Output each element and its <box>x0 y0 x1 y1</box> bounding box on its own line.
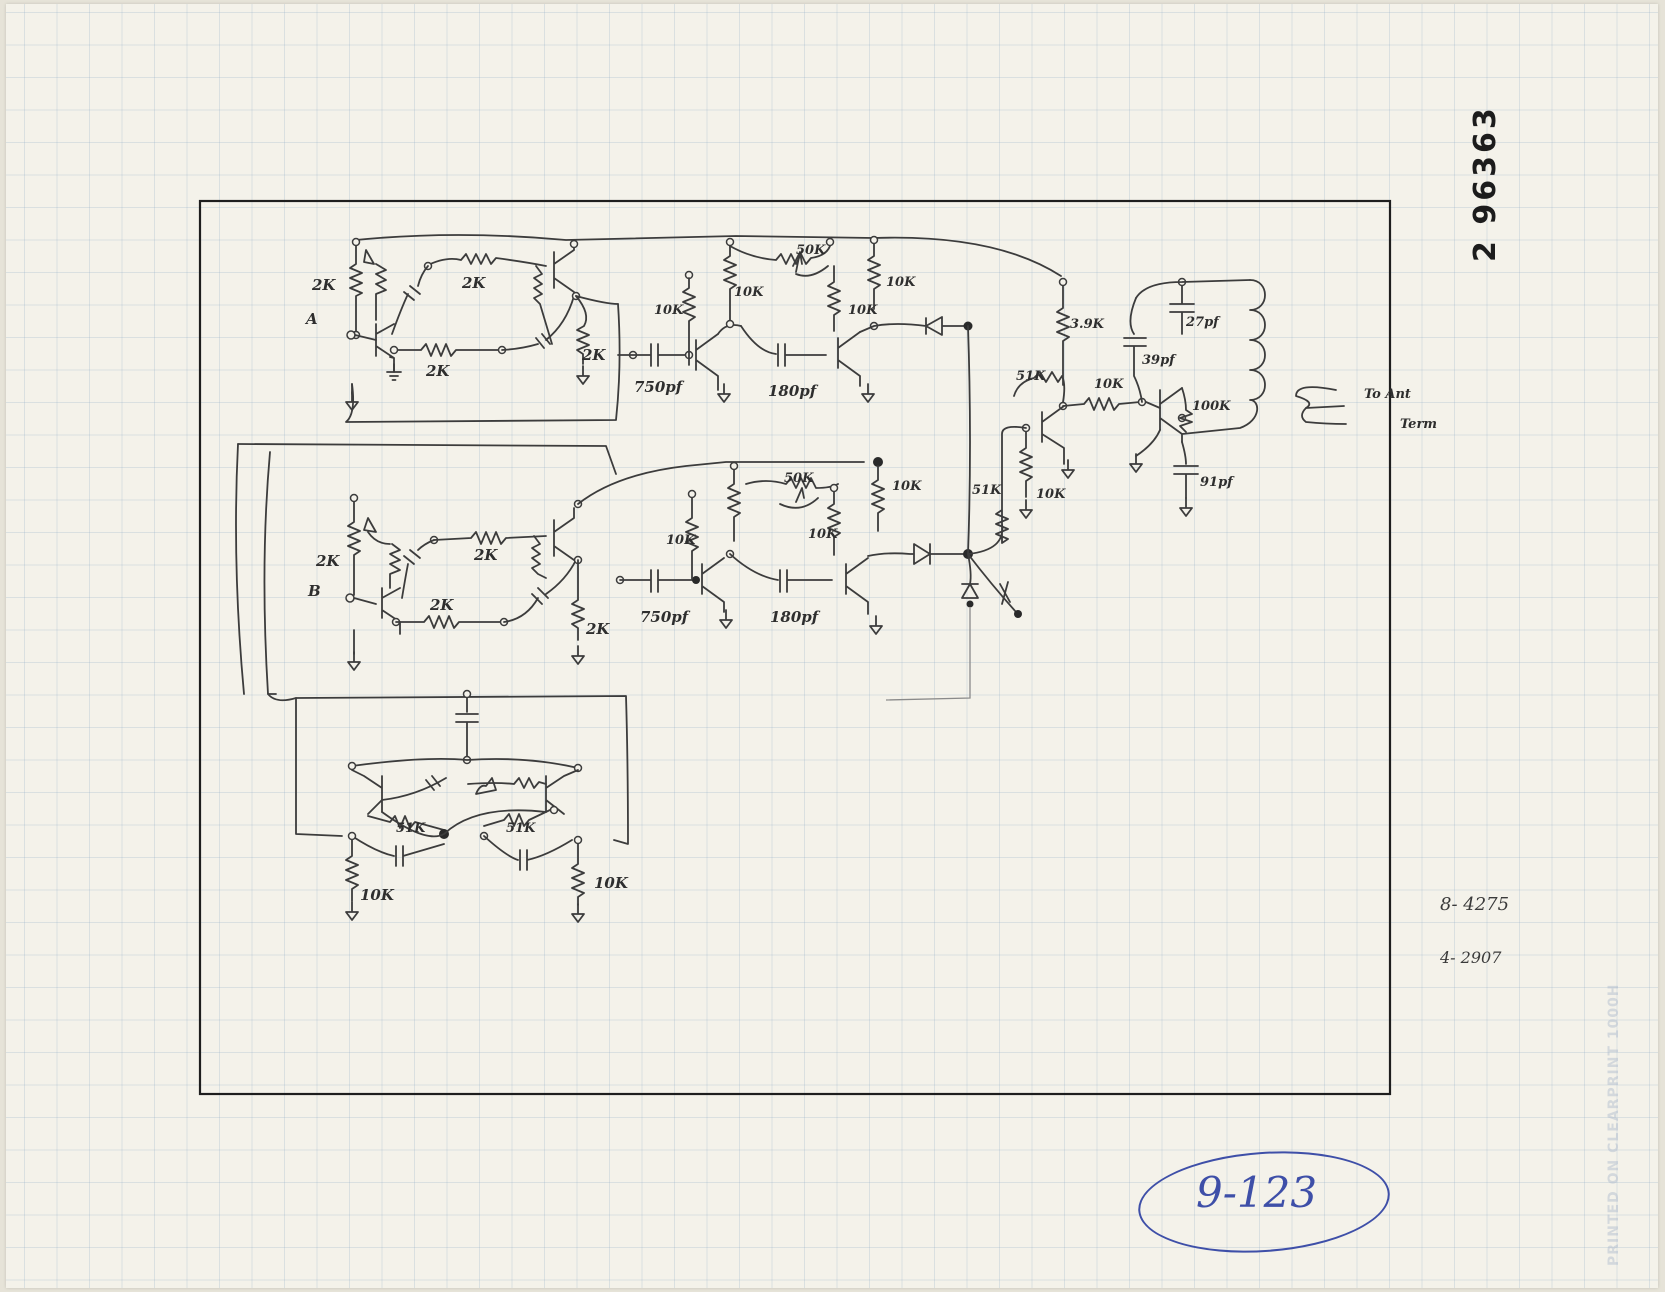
margin-note: 8- 4275 <box>1440 894 1510 915</box>
label-r-51k: 51K <box>396 821 426 836</box>
label-r-10k: 10K <box>594 874 629 892</box>
label-r-2k: 2K <box>461 274 486 292</box>
label-r-10k: 10K <box>892 479 922 494</box>
drawing-border <box>198 199 1392 1096</box>
label-r-51k: 51K <box>506 821 536 836</box>
paper-watermark: PRINTED ON CLEARPRINT 1000H <box>1606 983 1622 1266</box>
label-r-2k: 2K <box>311 276 336 294</box>
label-c-750pf: 750pf <box>640 608 691 626</box>
label-r-10k: 10K <box>654 303 684 318</box>
label-r-10k: 10K <box>1036 487 1066 502</box>
label-c-180pf: 180pf <box>770 608 821 626</box>
label-r-2k: 2K <box>473 546 498 564</box>
label-r-10k: 10K <box>666 533 696 548</box>
circuit-schematic: 2K 2K 2K 2K A 10K 10K 50K 10K 10K 750pf … <box>198 199 1437 1096</box>
label-c-180pf: 180pf <box>768 382 819 400</box>
label-to-antenna: To Ant <box>1364 387 1411 402</box>
label-input-b: B <box>307 582 321 600</box>
label-r-50k: 50K <box>784 471 814 486</box>
label-r-2k: 2K <box>425 362 450 380</box>
label-r-10k: 10K <box>1094 377 1124 392</box>
top-amplifier-chain <box>617 235 973 403</box>
label-r-10k: 10K <box>360 886 395 904</box>
label-r-2k: 2K <box>585 620 610 638</box>
output-stage <box>967 277 1347 555</box>
label-terminal: Term <box>1400 417 1437 432</box>
sheet-number: 2 96363 <box>1468 105 1503 262</box>
label-r-2k: 2K <box>581 346 606 364</box>
input-a-stage <box>345 234 1062 423</box>
label-r-10k: 10K <box>886 275 916 290</box>
label-c-27pf: 27pf <box>1185 315 1221 330</box>
label-r-51k: 51K <box>972 483 1002 498</box>
schematic-labels: 2K 2K 2K 2K A 10K 10K 50K 10K 10K 750pf … <box>304 243 1437 904</box>
margin-note: 4- 2907 <box>1440 948 1502 967</box>
label-input-a: A <box>304 310 318 328</box>
label-r-50k: 50K <box>796 243 826 258</box>
label-r-3-9k: 3.9K <box>1070 317 1105 332</box>
label-r-10k: 10K <box>734 285 764 300</box>
label-r-100k: 100K <box>1192 399 1231 414</box>
label-c-750pf: 750pf <box>634 378 685 396</box>
label-r-10k: 10K <box>808 527 838 542</box>
input-b-stage <box>235 443 865 695</box>
label-c-39pf: 39pf <box>1142 353 1177 368</box>
label-r-51k: 51K <box>1016 369 1046 384</box>
label-r-10k: 10K <box>848 303 878 318</box>
graph-paper-sheet: 2K 2K 2K 2K A 10K 10K 50K 10K 10K 750pf … <box>6 4 1658 1288</box>
bottom-amplifier-chain <box>615 325 1022 701</box>
folio-number: 9-123 <box>1196 1168 1318 1217</box>
flip-flop-stage <box>267 689 629 923</box>
label-c-91pf: 91pf <box>1200 475 1235 490</box>
label-r-2k: 2K <box>315 552 340 570</box>
label-r-2k: 2K <box>429 596 454 614</box>
